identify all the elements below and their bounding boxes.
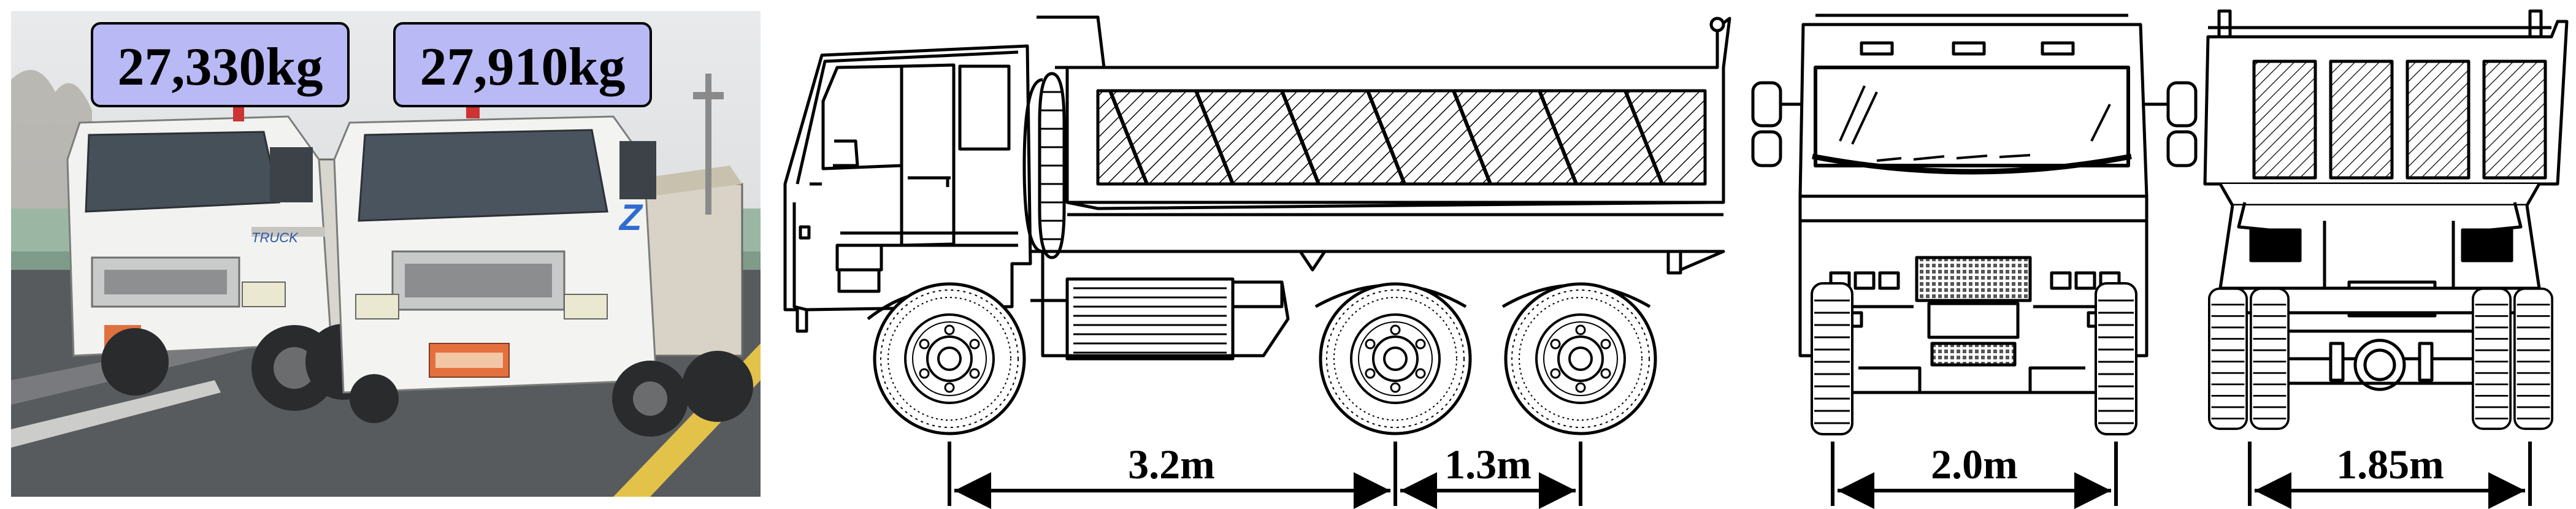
rear-wheel-1	[1321, 284, 1470, 434]
rear-right-tire-inner	[2472, 287, 2512, 431]
rear-right-tire-outer	[2513, 287, 2553, 431]
wheelbase-rear-label: 1.3m	[1444, 441, 1531, 488]
front-right-tire	[2095, 282, 2137, 435]
rear-wheel-2	[1506, 284, 1655, 434]
front-wheel	[875, 284, 1024, 434]
front-track-label: 2.0m	[1931, 441, 2018, 488]
truck-side-view	[783, 15, 1731, 361]
rear-left-tire-outer	[2208, 287, 2248, 431]
weight-label-right: 27,910kg	[393, 22, 652, 107]
weight-left-text: 27,330kg	[118, 37, 323, 97]
truck-brand-logo: Z	[618, 197, 643, 238]
rear-dimensions	[2248, 442, 2532, 509]
wheelbase-front-label: 3.2m	[1128, 441, 1215, 488]
rear-track-label: 1.85m	[2336, 441, 2444, 488]
front-left-tire	[1811, 282, 1853, 435]
side-dimensions	[948, 442, 1582, 509]
weight-label-left: 27,330kg	[91, 22, 350, 107]
rear-left-tire-inner	[2250, 287, 2290, 431]
truck-brand-text: TRUCK	[251, 230, 299, 245]
truck-right: Z	[333, 101, 753, 437]
truck-photo: TRUCK Z 27,330k	[11, 11, 761, 497]
front-dimensions	[1831, 442, 2118, 509]
weight-right-text: 27,910kg	[420, 37, 626, 97]
